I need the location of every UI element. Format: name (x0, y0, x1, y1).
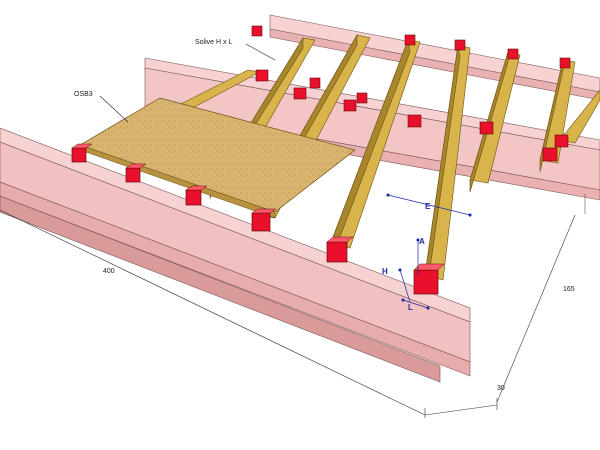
block-back-2 (309, 77, 321, 89)
width-dimension-label: 165 (563, 286, 575, 293)
block-front-4 (251, 208, 277, 232)
block-mid-6 (542, 147, 558, 162)
solive-label: Solive H x L (195, 39, 232, 46)
overhang-dimension-label: 30 (497, 385, 505, 392)
leaders (99, 43, 276, 123)
joist-7 (559, 89, 600, 144)
block-front-5 (326, 236, 354, 263)
e-label: E (425, 202, 431, 211)
ahl-dimensions (398, 238, 430, 310)
length-dimension-label: 400 (103, 268, 115, 275)
block-mid-5 (479, 121, 494, 135)
e-dimension (386, 193, 472, 217)
osb-panel (79, 97, 356, 219)
block-front-6 (413, 263, 445, 295)
dimension-lines (0, 209, 576, 418)
block-back-5 (454, 39, 466, 51)
block-front-1 (71, 143, 93, 163)
block-mid-7 (554, 134, 569, 148)
a-label: A (419, 237, 425, 246)
red-blocks (71, 25, 571, 295)
block-mid-4 (407, 114, 422, 128)
block-mid-2 (293, 87, 307, 100)
block-back-6 (507, 48, 519, 60)
front-beam (0, 127, 471, 383)
block-front-3 (185, 185, 208, 206)
block-back-1 (251, 25, 263, 37)
block-back-3 (356, 92, 368, 104)
block-mid-3 (343, 99, 357, 112)
joist-6 (539, 59, 576, 173)
block-back-7 (559, 57, 571, 69)
block-mid-1 (255, 69, 269, 82)
l-label: L (408, 303, 413, 312)
osb-label: OSB3 (74, 91, 93, 98)
block-back-4 (404, 34, 416, 46)
h-label: H (382, 267, 388, 276)
block-front-2 (125, 163, 147, 183)
